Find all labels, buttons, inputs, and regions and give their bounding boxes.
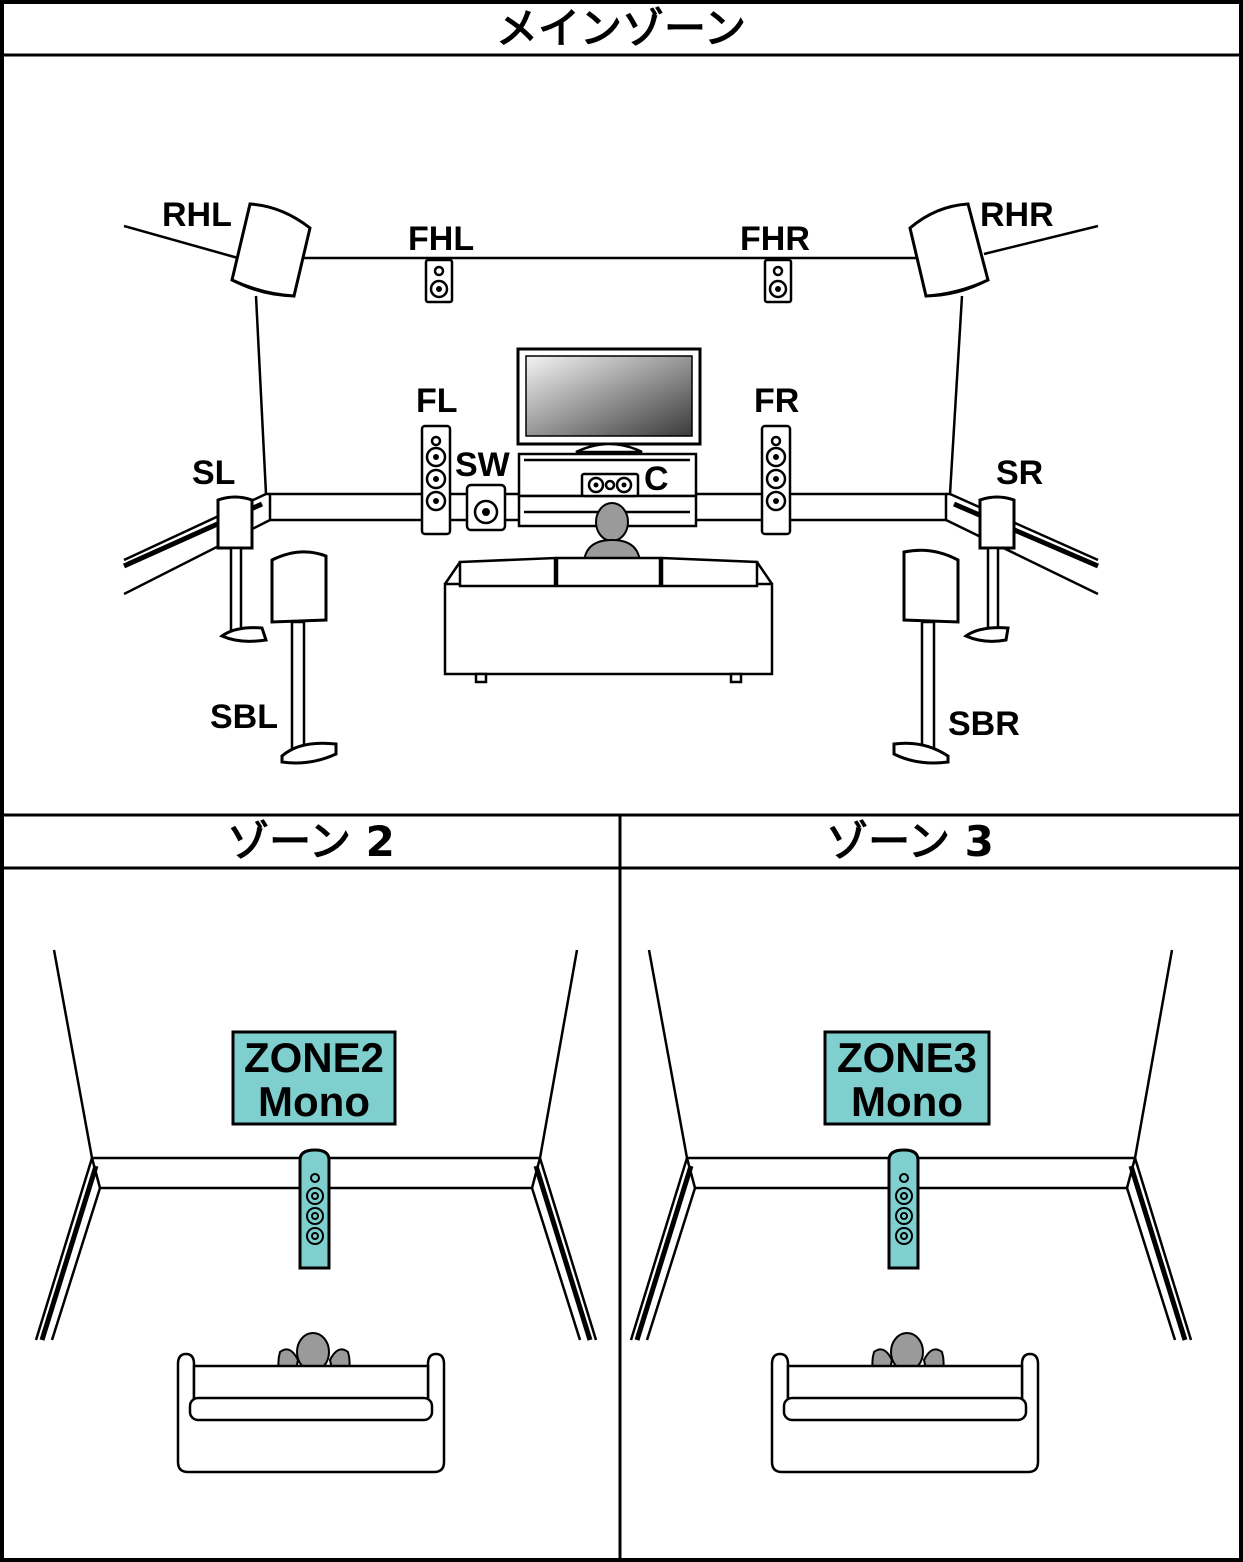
main-sofa (443, 556, 774, 684)
fr-label: FR (754, 382, 799, 420)
fhr-speaker-icon (763, 258, 793, 304)
fl-speaker-icon (420, 424, 452, 536)
zone3-room (629, 949, 1193, 1341)
rhl-label: RHL (162, 196, 232, 234)
zone3-speaker-icon (887, 1148, 920, 1270)
fhl-label: FHL (408, 220, 474, 258)
c-speaker-icon (580, 472, 640, 498)
sw-speaker-icon (465, 483, 507, 532)
rhr-label: RHR (980, 196, 1054, 234)
zone3-label-line1: ZONE3 (837, 1034, 977, 1081)
zone2-sofa (176, 1352, 446, 1474)
zone2-room (34, 949, 598, 1341)
sbr-label: SBR (948, 705, 1020, 743)
zone2-label-box: ZONE2 Mono (231, 1030, 397, 1126)
rhr-speaker-icon (908, 202, 990, 298)
main-zone-title: メインゾーン (496, 4, 746, 53)
tv-icon (516, 347, 702, 454)
fl-label: FL (416, 382, 458, 420)
sbr-speaker-icon (892, 548, 960, 765)
fr-speaker-icon (760, 424, 792, 536)
sbl-speaker-icon (270, 550, 338, 765)
main-listener-icon (582, 502, 642, 563)
fhl-speaker-icon (424, 258, 454, 304)
zone2-label-line1: ZONE2 (244, 1034, 384, 1081)
c-label: C (644, 460, 669, 498)
sr-speaker-icon (962, 495, 1016, 643)
zone2-label-line2: Mono (258, 1078, 370, 1125)
zone3-title: ゾーン 3 (826, 817, 994, 866)
zone3-sofa (770, 1352, 1040, 1474)
zone2-title: ゾーン 2 (227, 817, 395, 866)
sr-label: SR (996, 454, 1043, 492)
zone3-label-box: ZONE3 Mono (823, 1030, 991, 1126)
sbl-label: SBL (210, 698, 278, 736)
sw-label: SW (455, 446, 511, 484)
zone2-speaker-icon (298, 1148, 331, 1270)
fhr-label: FHR (740, 220, 810, 258)
sl-label: SL (192, 454, 235, 492)
zone3-label-line2: Mono (851, 1078, 963, 1125)
rhl-speaker-icon (230, 202, 312, 298)
sl-speaker-icon (216, 495, 268, 643)
